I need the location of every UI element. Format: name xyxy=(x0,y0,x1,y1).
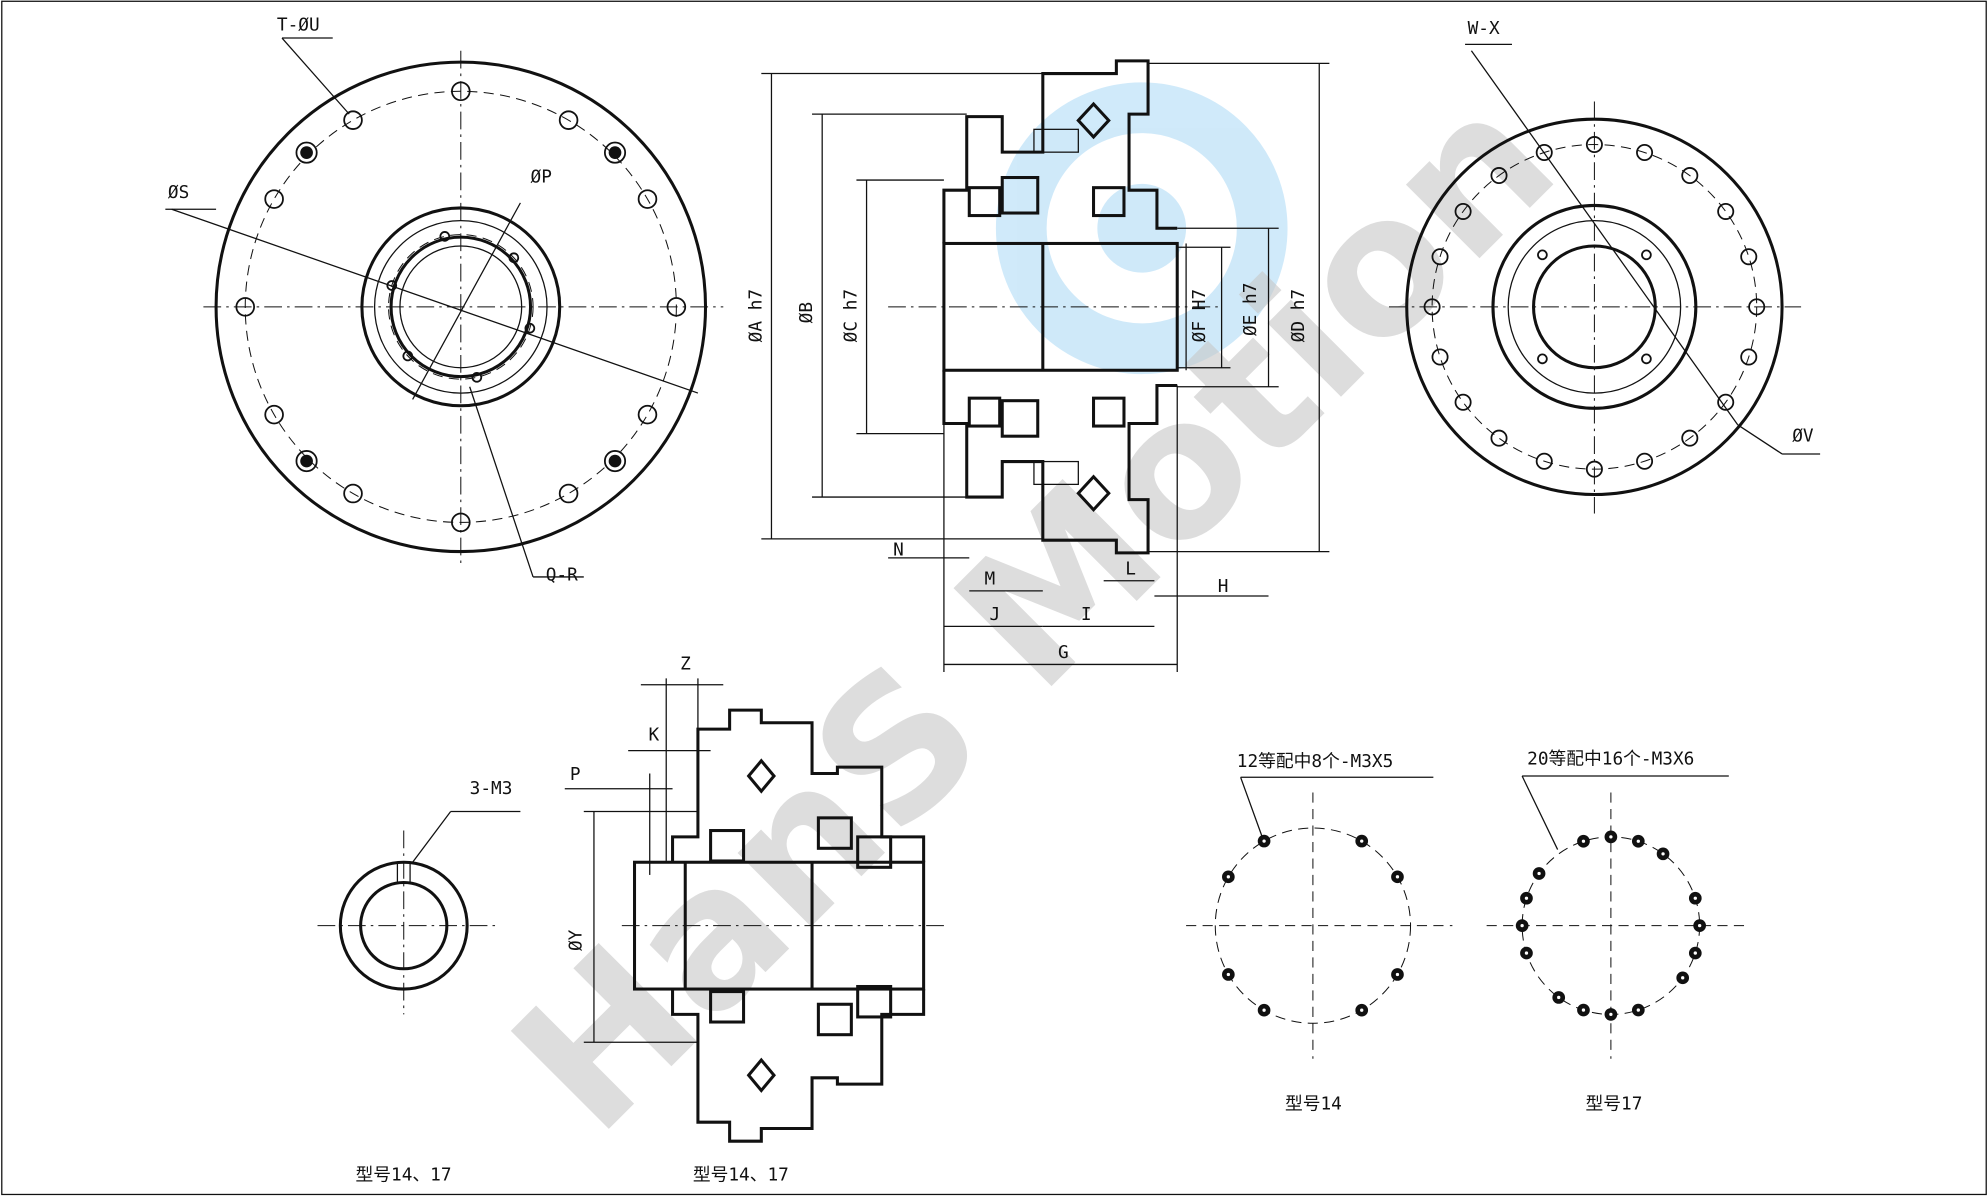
rear-bolt-hole xyxy=(1636,452,1654,470)
bolt-hole xyxy=(451,81,471,102)
rear-bolt-hole xyxy=(1717,393,1735,411)
label-e-h7: ØE h7 xyxy=(1241,283,1261,336)
rear-bolt-hole xyxy=(1636,144,1654,161)
label-q-r: Q-R xyxy=(546,566,578,586)
bolt-hole xyxy=(558,483,579,504)
label-m: M xyxy=(984,570,995,590)
bolt-hole xyxy=(637,404,658,425)
threaded-hole-core xyxy=(300,454,313,468)
rear-inner-hole xyxy=(1537,353,1548,365)
label-y: ØY xyxy=(566,929,586,951)
rear-bolt-hole xyxy=(1585,460,1603,478)
secondary-section-view xyxy=(564,678,946,1143)
inner-hole xyxy=(524,322,536,334)
bolt-hole xyxy=(637,189,658,209)
rear-bolt-hole xyxy=(1454,393,1472,411)
ring-view-3-m3 xyxy=(317,810,521,1015)
label-p-2: P xyxy=(570,765,581,785)
bolt-hole xyxy=(666,297,687,317)
label-a-h7: ØA h7 xyxy=(746,289,766,342)
label-l: L xyxy=(1125,559,1136,579)
label-d-h7: ØD h7 xyxy=(1289,289,1309,342)
inner-hole xyxy=(439,231,451,242)
bolt-hole xyxy=(343,110,363,130)
bolt-hole xyxy=(451,512,471,533)
bolt-hole xyxy=(558,110,579,130)
rear-bolt-hole xyxy=(1681,429,1699,447)
label-w-x: W-X xyxy=(1468,19,1500,39)
threaded-hole-core xyxy=(608,454,622,468)
label-k: K xyxy=(648,726,659,746)
rear-flange-view xyxy=(1388,43,1821,514)
threaded-hole-core xyxy=(608,146,622,159)
main-section-view xyxy=(761,59,1330,673)
rear-bolt-hole xyxy=(1585,136,1603,154)
label-s: ØS xyxy=(168,183,189,203)
label-n: N xyxy=(893,540,904,560)
inner-hole xyxy=(386,280,398,291)
pattern-17-caption: 型号17 xyxy=(1586,1094,1643,1115)
inner-hole xyxy=(508,252,520,264)
rear-inner-hole xyxy=(1641,353,1652,365)
threaded-hole xyxy=(295,141,318,164)
rear-bolt-hole xyxy=(1748,298,1766,316)
rear-bolt-hole xyxy=(1535,144,1553,161)
label-j: J xyxy=(990,605,1001,625)
label-z: Z xyxy=(680,655,691,675)
rear-bolt-hole xyxy=(1490,167,1508,185)
rear-bolt-hole xyxy=(1740,348,1758,366)
label-i: I xyxy=(1081,605,1092,625)
rear-bolt-hole xyxy=(1740,248,1758,266)
inner-hole xyxy=(471,372,483,383)
threaded-hole xyxy=(603,450,627,473)
pattern-17-note: 20等配中16个-M3X6 xyxy=(1527,749,1694,770)
label-f-h7: ØF H7 xyxy=(1190,289,1210,342)
hole-pattern-14 xyxy=(1186,776,1453,1059)
label-t-u: T-ØU xyxy=(277,15,320,35)
rear-bolt-hole xyxy=(1454,202,1472,220)
label-h: H xyxy=(1218,577,1229,597)
bolt-hole xyxy=(343,483,363,504)
rear-bolt-hole xyxy=(1431,348,1449,366)
bolt-hole xyxy=(264,404,284,425)
threaded-hole xyxy=(295,450,318,473)
rear-bolt-hole xyxy=(1535,452,1553,470)
front-flange-view xyxy=(165,37,724,578)
rear-bolt-hole xyxy=(1423,298,1441,316)
caption-ring-view: 型号14、17 xyxy=(356,1165,452,1186)
bolt-hole xyxy=(264,189,284,209)
rear-bolt-hole xyxy=(1431,248,1449,266)
label-b: ØB xyxy=(797,302,817,323)
rear-bolt-hole xyxy=(1490,429,1508,447)
caption-section-view-2: 型号14、17 xyxy=(693,1165,789,1186)
rear-inner-hole xyxy=(1641,249,1652,261)
hole-pattern-17 xyxy=(1486,775,1751,1059)
rear-inner-hole xyxy=(1537,249,1548,261)
threaded-hole xyxy=(603,141,627,164)
bolt-hole xyxy=(235,297,256,317)
pattern-14-caption: 型号14 xyxy=(1285,1094,1342,1115)
pattern-14-note: 12等配中8个-M3X5 xyxy=(1237,751,1394,772)
label-3-m3: 3-M3 xyxy=(470,779,513,799)
label-p: ØP xyxy=(531,168,552,188)
label-c-h7: ØC h7 xyxy=(841,289,861,342)
label-v: ØV xyxy=(1792,426,1814,446)
rear-bolt-hole xyxy=(1681,167,1699,185)
inner-hole xyxy=(402,350,414,362)
rear-bolt-hole xyxy=(1717,202,1735,220)
label-g: G xyxy=(1058,643,1069,663)
threaded-hole-core xyxy=(300,146,313,159)
